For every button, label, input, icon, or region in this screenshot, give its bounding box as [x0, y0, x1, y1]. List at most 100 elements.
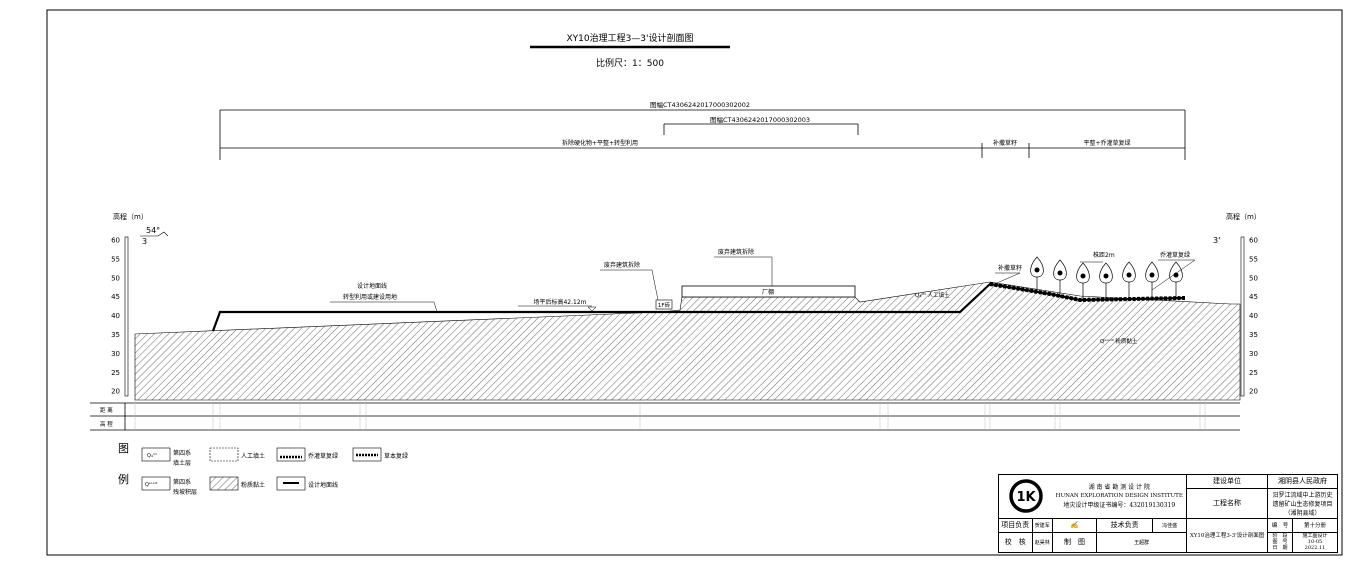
- elevation-tick-label: 60: [111, 237, 120, 245]
- spacing-label: 株距2m: [1093, 251, 1115, 259]
- zone-label: 平整+乔灌草复绿: [1083, 139, 1130, 147]
- elevation-tick-label: 60: [1249, 237, 1258, 245]
- svg-text:人工填土: 人工填土: [241, 452, 265, 460]
- draw-name: 王超群: [1096, 531, 1188, 554]
- svg-text:Qᵉˡ⁺ᵈˡ: Qᵉˡ⁺ᵈˡ: [145, 482, 158, 488]
- elevation-tick-label: 50: [111, 274, 120, 282]
- tech-name: 冯佳盛: [1152, 517, 1188, 533]
- pm-name: 贺建军: [1031, 517, 1053, 533]
- trees: [1030, 256, 1183, 299]
- elevation-tick-label: 30: [1249, 350, 1258, 358]
- elevation-tick-label: 55: [1249, 255, 1258, 263]
- svg-text:厂棚: 厂棚: [762, 288, 774, 296]
- stage-label: 阶 段: [1272, 533, 1288, 540]
- tree-icon: [1099, 262, 1113, 299]
- brick-house: [655, 299, 673, 310]
- sheet-dimension-2: 图幅CT4306242017000302003: [663, 115, 859, 135]
- certificate-no: 地灾设计甲级证书编号：432019130319: [1063, 501, 1176, 509]
- check-name: 赵昊林: [1031, 531, 1053, 554]
- svg-text:1F砖: 1F砖: [658, 301, 671, 309]
- stage-value: 施工图设计: [1302, 533, 1328, 540]
- svg-text:残坡积层: 残坡积层: [173, 488, 197, 496]
- date-value: 2022.11: [1304, 545, 1326, 552]
- right-elevation-axis: 高程（m） 3': [1213, 212, 1261, 397]
- soil-label: Qᵉˡ⁺ᵈˡ 粉质黏土: [1100, 337, 1138, 345]
- institute-logo: 1K: [1008, 479, 1043, 514]
- institute-name-cn: 湖 南 省 勘 测 设 计 院: [1088, 483, 1150, 491]
- soil-body: [134, 281, 1241, 401]
- tech-label: 技术负责: [1096, 517, 1154, 533]
- section-mark-right: 3': [1213, 236, 1220, 245]
- demolish-label: 废弃建筑拆除: [718, 248, 754, 256]
- pm-signature: ✍: [1051, 517, 1098, 533]
- title-block: 1K 湖 南 省 勘 测 设 计 院 HUNAN EXPLORATION DES…: [998, 474, 1338, 554]
- level-elevation-label: 场平后标高42.12m: [533, 298, 586, 306]
- elevation-tick-label: 20: [1249, 388, 1258, 396]
- left-elevation-axis: 高程（m） 54° 3: [113, 212, 169, 397]
- drawing-title: XY10治理工程3—3'设计剖面图: [566, 32, 693, 44]
- tree-icon: [1030, 256, 1044, 293]
- sheet-label: 图幅CT4306242017000302002: [650, 100, 750, 109]
- elevation-tick-label: 40: [1249, 312, 1258, 320]
- zone-label: 补撒草籽: [993, 139, 1017, 147]
- elevation-tick-label: 35: [111, 331, 120, 339]
- zone-dimension: 拆除硬化物+平整+转型利用 补撒草籽 平整+乔灌草复绿: [220, 139, 1185, 158]
- tree-icon: [1145, 261, 1159, 298]
- svg-text:1K: 1K: [1016, 490, 1036, 505]
- elevation-tick-label: 25: [111, 369, 120, 377]
- elevation-tick-label: 55: [111, 255, 120, 263]
- svg-text:草本复绿: 草本复绿: [384, 452, 408, 460]
- svg-text:Q₄ᵐˡ: Q₄ᵐˡ: [147, 453, 157, 459]
- svg-text:第四系: 第四系: [173, 478, 191, 486]
- svg-text:粉质黏土: 粉质黏土: [241, 481, 265, 489]
- draw-label: 制 图: [1051, 531, 1098, 554]
- no-label: 编 号: [1267, 517, 1293, 533]
- tree-icon: [1169, 261, 1183, 298]
- sheet-dimension-1: 图幅CT4306242017000302002: [219, 100, 1186, 160]
- elevation-tick-label: 50: [1249, 274, 1258, 282]
- distance-row-label: 距 离: [100, 406, 113, 414]
- pm-label: 项目负责: [998, 517, 1033, 533]
- check-label: 校 核: [998, 531, 1033, 554]
- elevation-tick-label: 20: [111, 388, 120, 396]
- fill-label: Q₄ᵐˡ 人工填土: [915, 291, 950, 299]
- drawing-name: XY10治理工程3-3'设计剖面图: [1186, 517, 1268, 554]
- design-line-label: 设计地面线: [357, 282, 387, 290]
- profile-table: 距 离 高 程: [90, 400, 1240, 431]
- project-label: 工程名称: [1186, 487, 1268, 519]
- demolish-label: 废弃建筑拆除: [604, 261, 640, 269]
- client-label: 建设单位: [1186, 474, 1268, 489]
- client-value: 湘阴县人民政府: [1267, 474, 1338, 489]
- sheet-label: 图幅CT4306242017000302003: [710, 115, 810, 124]
- section-mark-left: 3: [142, 237, 147, 246]
- legend-title-2: 例: [118, 472, 129, 486]
- scale-label: 比例尺：1：500: [596, 57, 664, 69]
- project-value: 汨罗江流域中上游历史遗留矿山生态修复项目（湘阴县域）: [1267, 487, 1338, 519]
- legend-title-1: 图: [118, 442, 129, 455]
- svg-text:高程（m）: 高程（m）: [113, 212, 148, 221]
- tree-icon: [1122, 261, 1136, 298]
- tree-icon: [1076, 262, 1090, 299]
- svg-text:第四系: 第四系: [173, 449, 191, 457]
- tree-icon: [1053, 259, 1067, 296]
- svg-text:填土层: 填土层: [173, 459, 191, 467]
- elevation-tick-label: 30: [111, 350, 120, 358]
- legend: 图 例 Q₄ᵐˡ 第四系 填土层 人工填土 乔灌草复绿 草本复绿 Qᵉˡ⁺ᵈˡ …: [118, 442, 408, 496]
- elevation-row-label: 高 程: [100, 420, 113, 428]
- date-label: 日 期: [1272, 545, 1288, 552]
- svg-text:设计地面线: 设计地面线: [308, 481, 338, 489]
- svg-text:乔灌草复绿: 乔灌草复绿: [308, 452, 338, 460]
- elevation-tick-label: 45: [1249, 293, 1258, 301]
- angle-label: 54°: [146, 226, 160, 235]
- regreen-label: 乔灌草复绿: [1160, 251, 1190, 259]
- institute-name-en: HUNAN EXPLORATION DESIGN INSTITUTE: [1055, 492, 1183, 499]
- elevation-tick-label: 25: [1249, 369, 1258, 377]
- elevation-tick-label: 45: [111, 293, 120, 301]
- svg-text:高程（m）: 高程（m）: [1226, 212, 1261, 221]
- drawing-frame: [46, 9, 1343, 556]
- transform-use-label: 转型利用或建设用地: [343, 293, 397, 301]
- grass-seed-label: 补撒草籽: [998, 264, 1022, 272]
- zone-label: 拆除硬化物+平整+转型利用: [562, 139, 638, 147]
- fig-value: 10-05: [1307, 539, 1323, 546]
